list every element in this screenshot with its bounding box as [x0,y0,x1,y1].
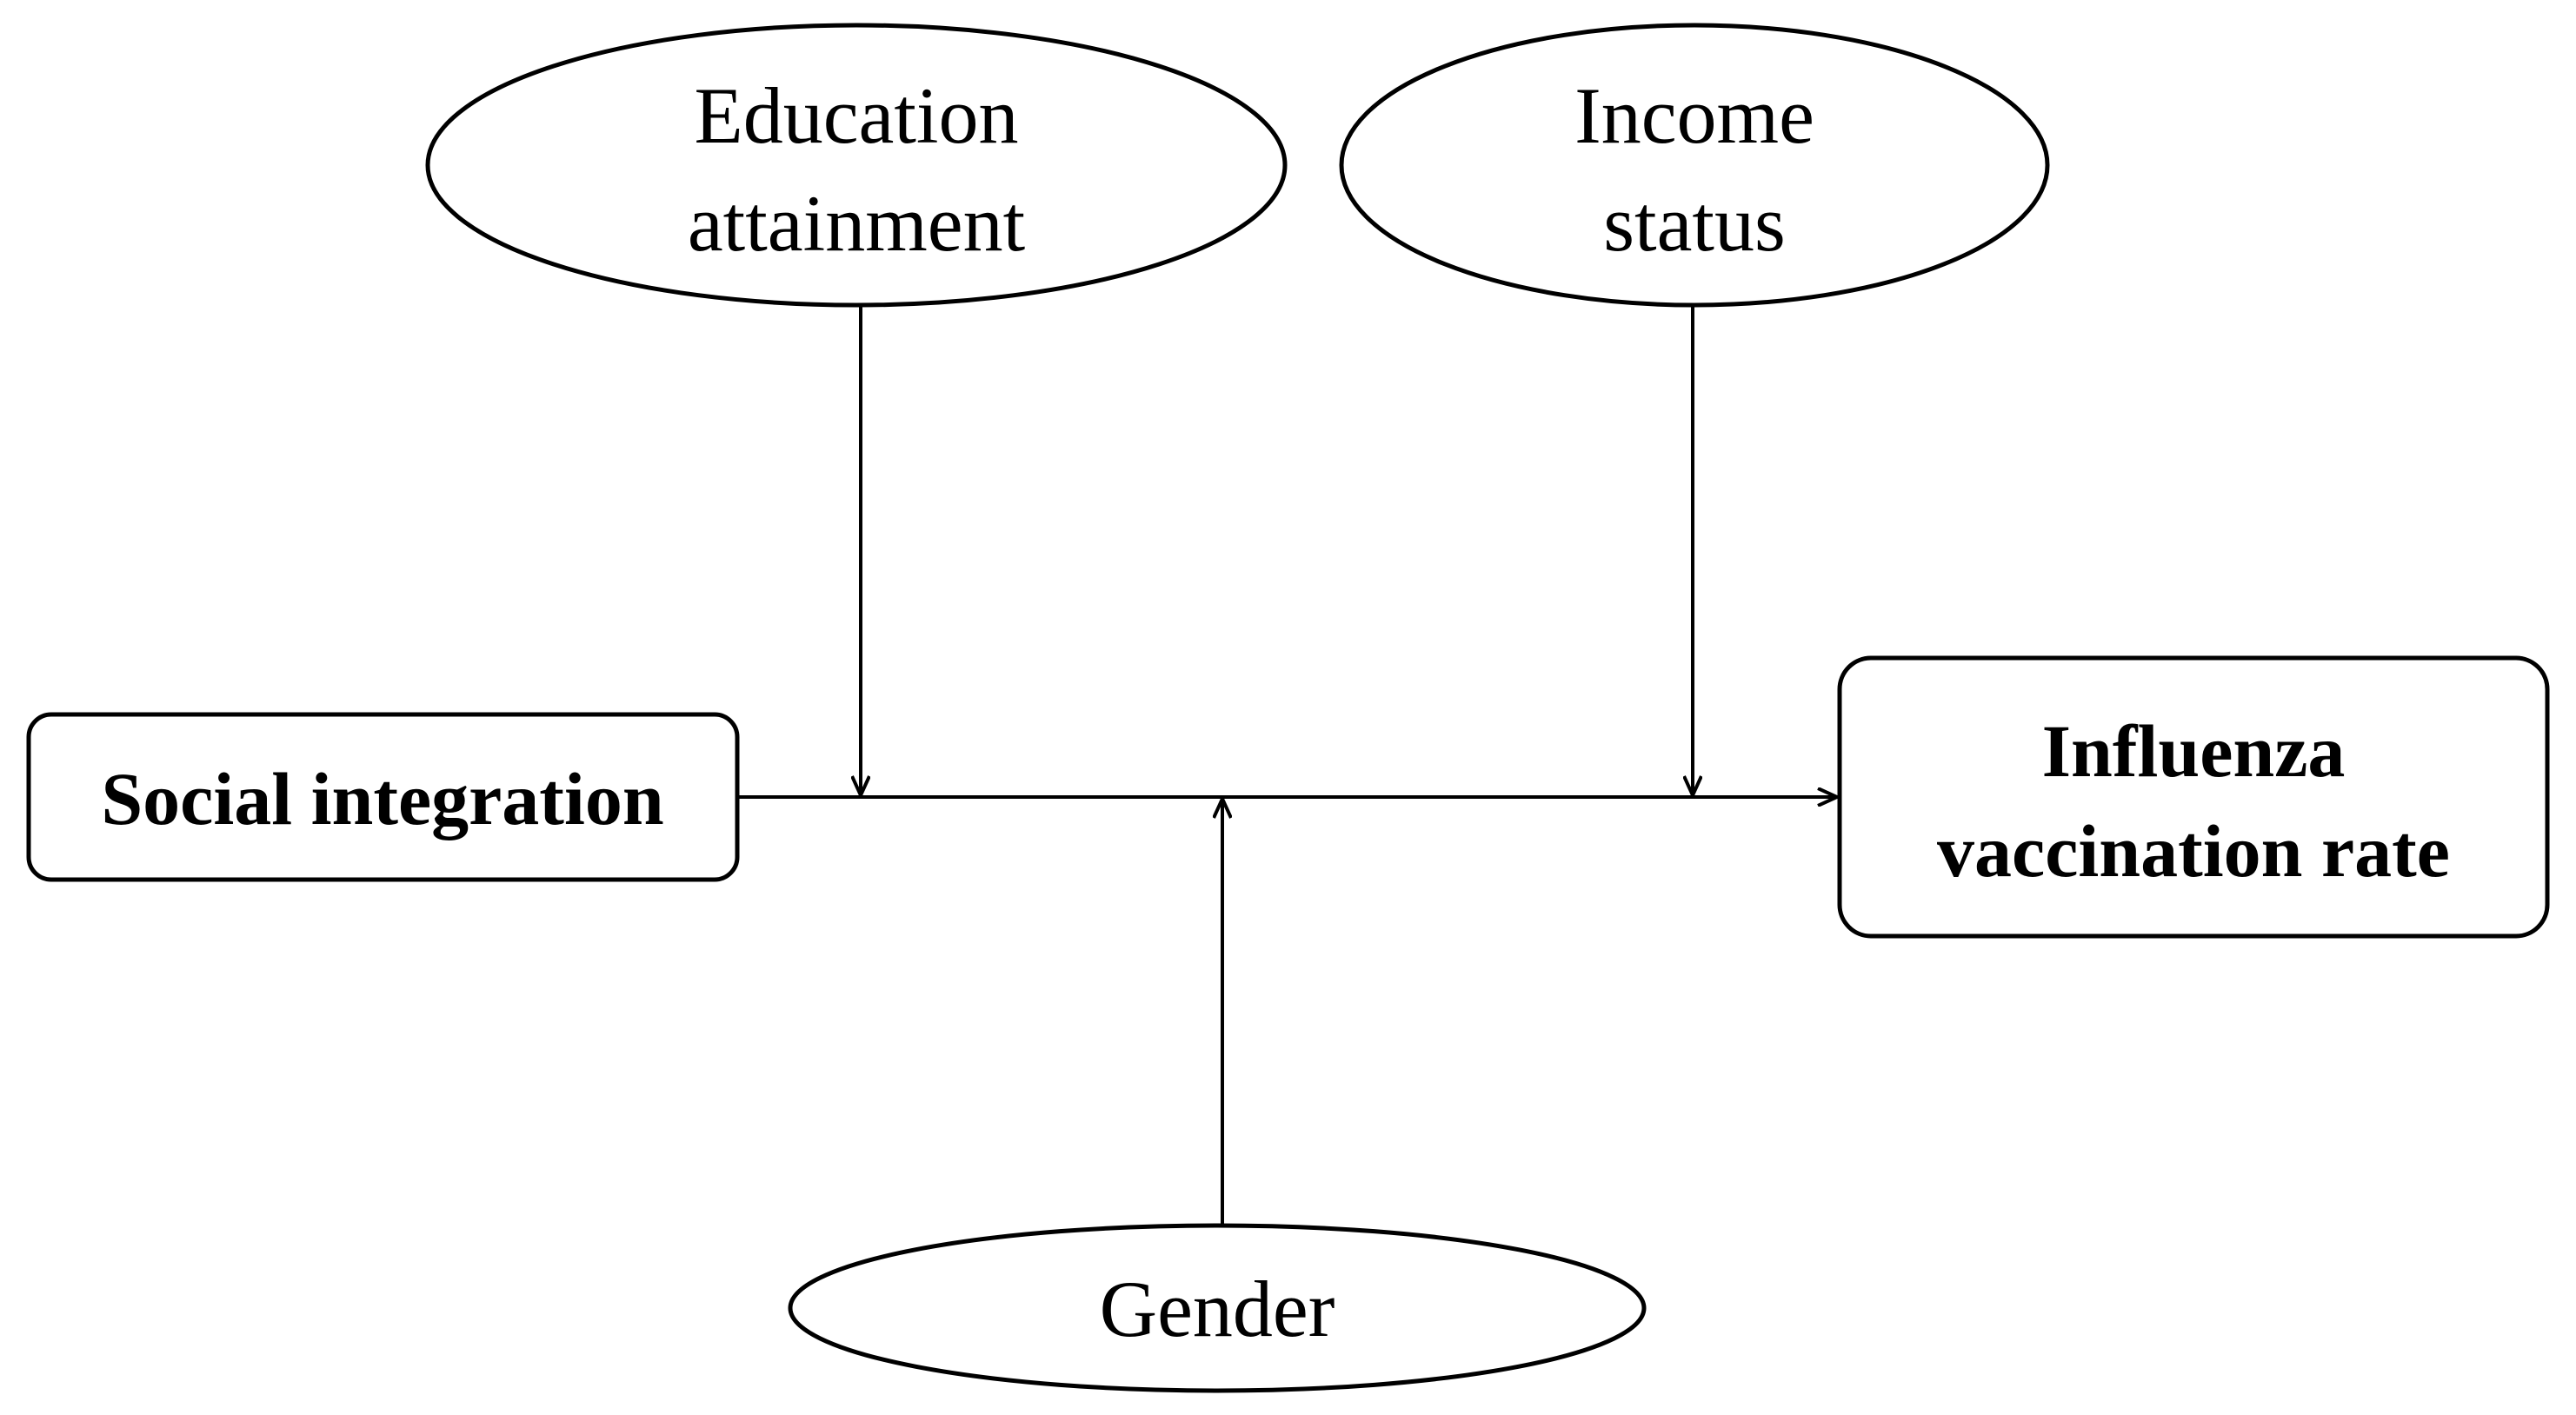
gender-label: Gender [1100,1265,1335,1353]
influenza-label-line-2: vaccination rate [1937,809,2450,893]
education-attainment-node: Education attainment [425,23,1288,308]
social-integration-label: Social integration [101,757,663,840]
education-label-line-1: Education [695,71,1019,160]
social-integration-node: Social integration [26,712,740,882]
income-label-line-2: status [1603,179,1786,268]
income-status-node: Income status [1339,23,2050,308]
gender-node: Gender [788,1223,1647,1393]
education-label-line-2: attainment [688,179,1026,268]
influenza-label-line-1: Influenza [2042,709,2346,793]
income-label-line-1: Income [1574,71,1814,160]
influenza-vaccination-rate-node: Influenza vaccination rate [1837,655,2550,939]
